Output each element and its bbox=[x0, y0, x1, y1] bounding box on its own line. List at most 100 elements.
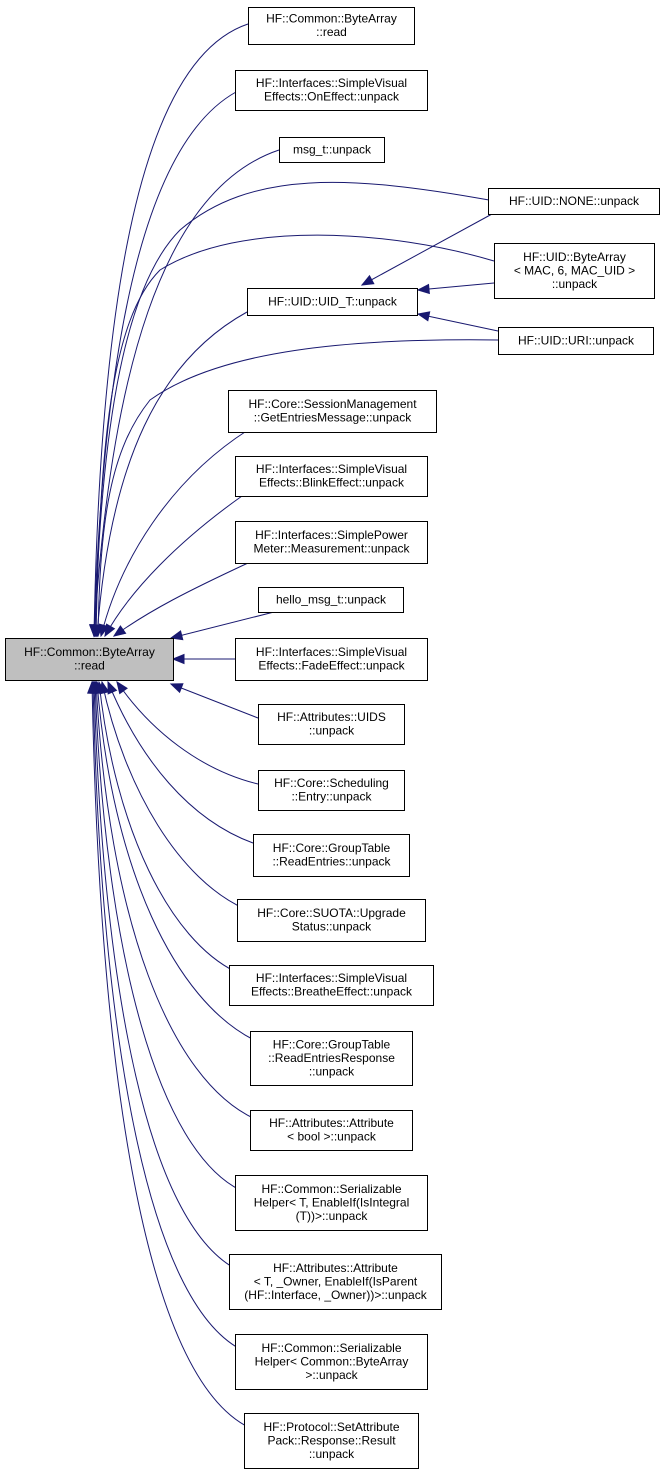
node-scheduling[interactable]: HF::Core::Scheduling::Entry::unpack bbox=[258, 770, 405, 811]
node-onefect[interactable]: HF::Interfaces::SimpleVisualEffects::OnE… bbox=[235, 70, 428, 111]
node-label-line: HF::Interfaces::SimpleVisual bbox=[256, 76, 407, 90]
edge-serial-integral-to-focus bbox=[90, 680, 241, 1191]
node-grouptable-resp[interactable]: HF::Core::GroupTable::ReadEntriesRespons… bbox=[250, 1031, 413, 1086]
node-label-line: ::unpack bbox=[552, 277, 598, 291]
edge-line bbox=[113, 562, 249, 637]
node-uids[interactable]: HF::Attributes::UIDS::unpack bbox=[258, 704, 405, 745]
node-label-line: HF::Interfaces::SimpleVisual bbox=[256, 645, 407, 659]
edge-uid-none-to-uid-t bbox=[360, 213, 493, 286]
node-label-line: HF::UID::UID_T::unpack bbox=[268, 294, 398, 308]
edge-line bbox=[417, 313, 499, 332]
node-label-line: >::unpack bbox=[305, 1368, 358, 1382]
node-box bbox=[258, 704, 405, 745]
node-setattr[interactable]: HF::Protocol::SetAttributePack::Response… bbox=[244, 1413, 419, 1469]
edge-setattr-to-focus bbox=[86, 680, 251, 1429]
arrowhead-icon bbox=[169, 683, 184, 694]
node-uid-bytearray[interactable]: HF::UID::ByteArray< MAC, 6, MAC_UID >::u… bbox=[494, 243, 655, 299]
node-label-line: ::GetEntriesMessage::unpack bbox=[254, 411, 412, 425]
node-hello-msg[interactable]: hello_msg_t::unpack bbox=[258, 587, 404, 613]
arrowhead-icon bbox=[169, 630, 184, 641]
node-label-line: HF::Interfaces::SimplePower bbox=[255, 528, 408, 542]
node-label-line: HF::UID::URI::unpack bbox=[518, 333, 635, 347]
edge-fade-to-focus bbox=[171, 653, 235, 665]
node-box bbox=[253, 834, 410, 877]
node-box bbox=[244, 1413, 419, 1469]
arrowhead-icon bbox=[416, 283, 430, 295]
edge-onefect-to-focus bbox=[89, 91, 237, 638]
node-label-line: HF::Common::Serializable bbox=[261, 1182, 401, 1196]
edge-session-mgmt-to-focus bbox=[98, 429, 249, 638]
node-grouptable-read[interactable]: HF::Core::GroupTable::ReadEntries::unpac… bbox=[253, 834, 410, 877]
edge-blink-to-focus bbox=[104, 495, 243, 638]
node-label-line: ::ReadEntries::unpack bbox=[272, 855, 391, 869]
node-box bbox=[237, 899, 426, 942]
edge-hello-msg-to-focus bbox=[169, 611, 275, 641]
node-label-line: Effects::OnEffect::unpack bbox=[264, 90, 400, 104]
edge-line bbox=[104, 495, 243, 637]
edge-suota-to-focus bbox=[99, 680, 246, 910]
node-label-line: msg_t::unpack bbox=[293, 142, 372, 156]
arrowhead-icon bbox=[112, 625, 127, 637]
node-uid-uri[interactable]: HF::UID::URI::unpack bbox=[498, 327, 654, 355]
node-label-line: hello_msg_t::unpack bbox=[276, 592, 387, 606]
edge-attr-owner-to-focus bbox=[89, 680, 235, 1269]
edge-uids-to-focus bbox=[169, 683, 259, 719]
node-label-line: < bool >::unpack bbox=[287, 1130, 377, 1144]
edge-attr-bool-to-focus bbox=[91, 680, 256, 1120]
edge-line bbox=[170, 683, 259, 719]
node-uid-none[interactable]: HF::UID::NONE::unpack bbox=[488, 188, 660, 215]
node-attr-bool[interactable]: HF::Attributes::Attribute< bool >::unpac… bbox=[250, 1110, 413, 1151]
node-label-line: HF::Core::GroupTable bbox=[273, 841, 391, 855]
node-box bbox=[488, 188, 660, 215]
edge-grouptable-read-to-focus bbox=[107, 680, 254, 844]
arrowhead-icon bbox=[116, 680, 128, 695]
node-label-line: HF::Interfaces::SimpleVisual bbox=[256, 971, 407, 985]
edge-line bbox=[101, 681, 246, 910]
edge-line bbox=[98, 681, 237, 973]
edge-line bbox=[116, 681, 259, 785]
node-label-line: Status::unpack bbox=[292, 920, 372, 934]
node-breathe[interactable]: HF::Interfaces::SimpleVisualEffects::Bre… bbox=[229, 965, 434, 1006]
node-blink[interactable]: HF::Interfaces::SimpleVisualEffects::Bli… bbox=[235, 456, 428, 497]
node-label-line: HF::Attributes::UIDS bbox=[277, 710, 386, 724]
node-box bbox=[235, 70, 428, 111]
node-box bbox=[494, 243, 655, 299]
arrowhead-icon bbox=[107, 680, 118, 695]
edge-breathe-to-focus bbox=[95, 680, 237, 973]
node-label-line: HF::Attributes::Attribute bbox=[273, 1261, 398, 1275]
edge-line bbox=[94, 181, 490, 637]
node-box bbox=[258, 587, 404, 613]
node-uid-t[interactable]: HF::UID::UID_T::unpack bbox=[247, 288, 418, 316]
node-bytearray-read-caller[interactable]: HF::Common::ByteArray::read bbox=[248, 7, 415, 45]
node-box bbox=[247, 288, 418, 316]
edge-serial-bytearray-to-focus bbox=[88, 680, 241, 1350]
edge-line bbox=[93, 23, 249, 637]
edge-line bbox=[95, 681, 256, 1120]
node-label-line: (HF::Interface, _Owner))>::unpack bbox=[244, 1288, 427, 1302]
edge-line bbox=[361, 213, 493, 286]
edge-line bbox=[92, 681, 241, 1350]
node-fade[interactable]: HF::Interfaces::SimpleVisualEffects::Fad… bbox=[235, 638, 428, 681]
node-session-mgmt[interactable]: HF::Core::SessionManagement::GetEntriesM… bbox=[228, 390, 437, 433]
edge-line bbox=[417, 282, 495, 291]
node-box bbox=[250, 1110, 413, 1151]
node-label-line: HF::Interfaces::SimpleVisual bbox=[256, 462, 407, 476]
edge-line bbox=[95, 234, 495, 637]
node-label-line: < T, _Owner, EnableIf(IsParent bbox=[254, 1274, 418, 1288]
edge-line bbox=[93, 681, 235, 1269]
node-label-line: HF::Core::SessionManagement bbox=[248, 397, 417, 411]
node-label-line: HF::Core::SUOTA::Upgrade bbox=[257, 906, 406, 920]
node-label-line: Effects::FadeEffect::unpack bbox=[258, 659, 405, 673]
edge-scheduling-to-focus bbox=[116, 680, 259, 785]
node-power-meter[interactable]: HF::Interfaces::SimplePowerMeter::Measur… bbox=[235, 521, 428, 564]
node-label-line: ::read bbox=[316, 25, 347, 39]
node-label-line: HF::Core::GroupTable bbox=[273, 1037, 391, 1051]
node-label-line: ::unpack bbox=[309, 1447, 355, 1461]
node-attr-owner[interactable]: HF::Attributes::Attribute< T, _Owner, En… bbox=[229, 1254, 442, 1310]
node-label-line: (T))>::unpack bbox=[296, 1209, 369, 1223]
node-msg-t[interactable]: msg_t::unpack bbox=[279, 137, 385, 163]
